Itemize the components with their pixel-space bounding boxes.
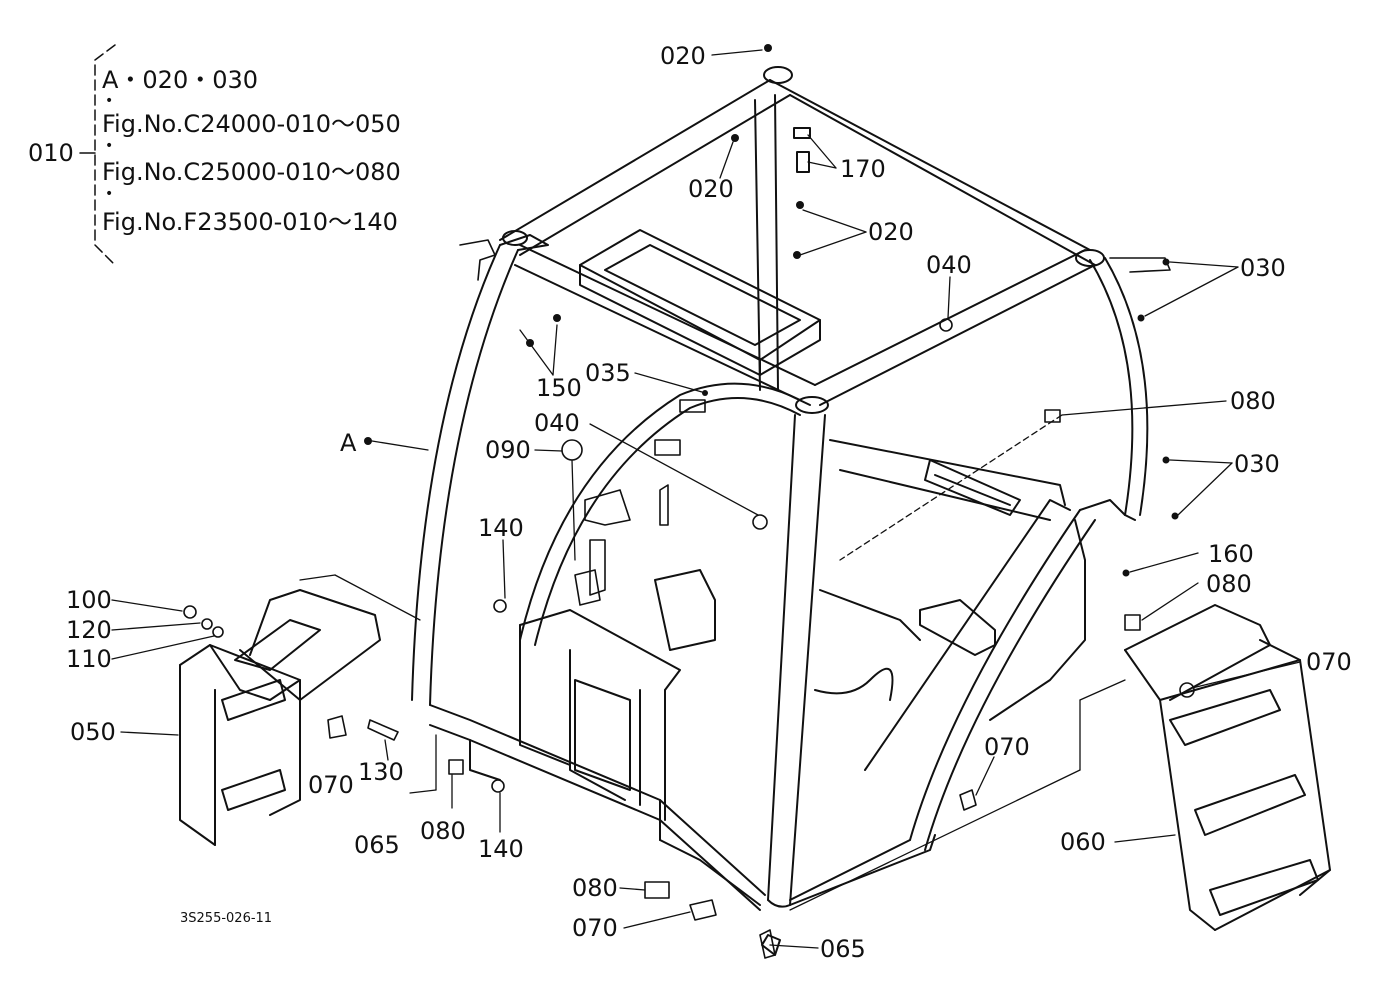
roof-frame (499, 66, 1105, 414)
callout-090: 090 (485, 436, 531, 464)
rear-center-post (754, 94, 811, 391)
legend-line-3: Fig.No.C25000-010～080 (102, 158, 401, 186)
rear-right-pillar (1089, 257, 1149, 521)
callout-035: 035 (585, 359, 631, 387)
callout-140-upper: 140 (478, 514, 524, 542)
callout-150: 150 (536, 374, 582, 402)
base-frame (429, 704, 936, 911)
callout-080-low: 080 (420, 817, 466, 845)
callout-070-mid: 070 (984, 733, 1030, 761)
callout-080-right: 080 (1230, 387, 1276, 415)
callout-100: 100 (66, 586, 112, 614)
legend-bullet: • (105, 186, 114, 202)
left-step (179, 589, 381, 846)
callout-070-left: 070 (308, 771, 354, 799)
right-fender (864, 499, 1126, 851)
callout-065-bottom: 065 (820, 935, 866, 963)
callout-050: 050 (70, 718, 116, 746)
callout-A: A (340, 429, 357, 457)
callout-140-lower: 140 (478, 835, 524, 863)
callout-170: 170 (840, 155, 886, 183)
callout-130: 130 (358, 758, 404, 786)
front-right-pillar (761, 414, 826, 956)
legend-bullet: • (105, 93, 114, 109)
callout-020-mid: 020 (688, 175, 734, 203)
figure-code: 3S255-026-11 (180, 911, 273, 926)
legend-line-4: Fig.No.F23500-010～140 (102, 208, 398, 236)
right-step (1124, 604, 1331, 931)
callout-080-step: 080 (1206, 570, 1252, 598)
callout-070-bottom: 070 (572, 914, 618, 942)
legend-line-2: Fig.No.C24000-010～050 (102, 110, 401, 138)
brackets (183, 239, 1195, 959)
left-console-box (519, 569, 716, 821)
legend-bracket (79, 44, 116, 266)
legend-main-ref: 010 (28, 139, 74, 167)
callout-040-top: 040 (926, 251, 972, 279)
callout-020-right: 020 (868, 218, 914, 246)
callout-040-mid: 040 (534, 409, 580, 437)
hardware-pins (364, 44, 1179, 577)
rear-panel (814, 439, 1066, 701)
callout-110: 110 (66, 645, 112, 673)
legend-bullet: • (105, 138, 114, 154)
callout-030-top: 030 (1240, 254, 1286, 282)
callout-060: 060 (1060, 828, 1106, 856)
callout-065-left: 065 (354, 831, 400, 859)
callout-030-mid: 030 (1234, 450, 1280, 478)
front-left-pillar (411, 234, 549, 706)
leader-lines (111, 49, 1301, 949)
callout-020-top: 020 (660, 42, 706, 70)
callout-120: 120 (66, 616, 112, 644)
callout-080-bottom: 080 (572, 874, 618, 902)
callout-160: 160 (1208, 540, 1254, 568)
legend-line-1: A・020・030 (102, 66, 259, 94)
callout-070-right: 070 (1306, 648, 1352, 676)
front-windscreen-arch (519, 382, 801, 646)
